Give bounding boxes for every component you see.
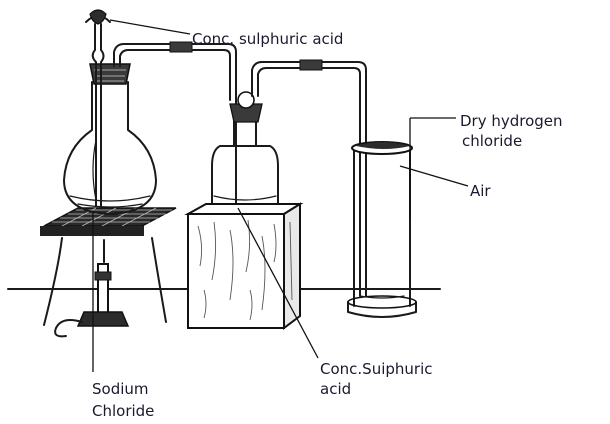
wire-gauze <box>40 207 177 236</box>
delivery-tube-flask-to-bottle <box>113 41 237 101</box>
bunsen-burner <box>54 263 130 338</box>
round-bottom-flask <box>63 81 157 215</box>
label-conc-sulphuric-acid-bottom-line1: Conc.Suiphuric <box>320 360 433 378</box>
leader-conc-sulphuric-acid-bottom <box>237 207 319 359</box>
tripod-stand <box>43 237 167 326</box>
bottle-stopper <box>229 91 263 123</box>
label-dry-hydrogen-chloride-line1: Dry hydrogen <box>460 112 563 130</box>
gas-jar <box>347 141 417 318</box>
label-conc-sulphuric-acid-top: Conc. sulphuric acid <box>192 30 343 48</box>
label-dry-hydrogen-chloride-line2: chloride <box>462 132 522 150</box>
thistle-funnel <box>85 9 111 207</box>
label-air: Air <box>470 182 491 200</box>
label-conc-sulphuric-acid-bottom-line2: acid <box>320 380 351 398</box>
label-leaders <box>92 19 469 372</box>
label-sodium-chloride-line1: Sodium <box>92 380 149 398</box>
leader-conc-sulphuric-acid-top <box>109 19 191 35</box>
wooden-block <box>184 202 304 330</box>
labels: Conc. sulphuric acid Dry hydrogen chlori… <box>92 30 563 420</box>
delivery-tube-bottle-to-jar <box>251 59 367 297</box>
leader-air <box>399 165 469 187</box>
label-sodium-chloride-line2: Chloride <box>92 402 154 420</box>
